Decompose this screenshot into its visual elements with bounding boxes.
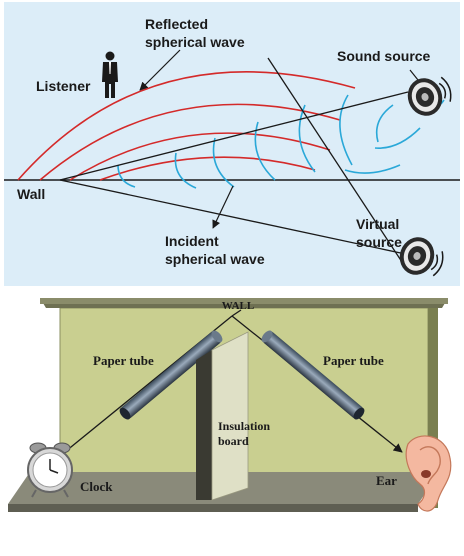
source-pointer: [409, 69, 419, 81]
listener-icon: [102, 51, 118, 98]
label-sound-source: Sound source: [337, 48, 431, 64]
label-incident-2: spherical wave: [165, 251, 265, 267]
label-board: board: [218, 434, 249, 448]
top-background: [4, 2, 460, 286]
paper-tube-icon: [121, 331, 221, 419]
ear-icon: [405, 435, 452, 512]
label-paper-tube-left: Paper tube: [93, 353, 154, 368]
wall-side: [428, 308, 438, 508]
paper-tube-right: [261, 330, 365, 420]
label-wall-top: WALL: [222, 300, 254, 312]
tube-experiment-diagram: WALL Paper tube Paper tube Insulation bo…: [8, 298, 452, 512]
reflected-pointer: [139, 49, 181, 91]
label-clock: Clock: [80, 479, 113, 494]
label-insulation: Insulation: [218, 419, 270, 433]
label-virtual-2: source: [356, 234, 402, 250]
label-virtual-1: Virtual: [356, 216, 399, 232]
paper-tube-icon: [263, 331, 363, 419]
label-listener: Listener: [36, 78, 91, 94]
clock-icon: [27, 442, 73, 498]
insulation-board: [196, 331, 249, 501]
wall-arrow-stub: [231, 309, 242, 317]
reflected-wavefronts: [17, 71, 356, 181]
paper-tube-left: [119, 330, 223, 420]
label-paper-tube-right: Paper tube: [323, 353, 384, 368]
wall-slab: [40, 298, 448, 304]
label-wall: Wall: [17, 186, 45, 202]
label-ear: Ear: [376, 473, 397, 488]
rays: [59, 57, 411, 263]
label-reflected-1: Reflected: [145, 16, 208, 32]
speaker-icon: [407, 76, 452, 116]
shelf-front: [8, 504, 418, 512]
label-incident-1: Incident: [165, 233, 219, 249]
virtual-speaker-icon: [399, 237, 444, 277]
reflection-diagram: Reflected spherical wave Sound source Li…: [4, 2, 460, 286]
label-reflected-2: spherical wave: [145, 34, 245, 50]
incident-pointer: [212, 185, 234, 229]
